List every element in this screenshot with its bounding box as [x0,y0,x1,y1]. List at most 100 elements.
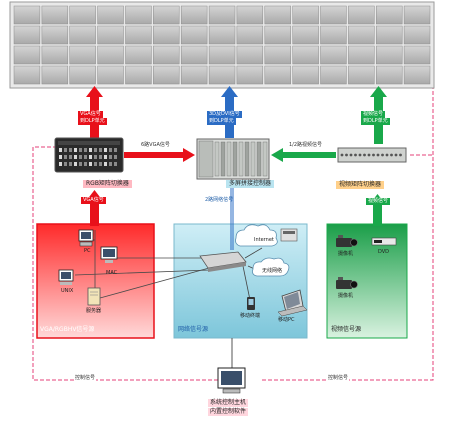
control-label-right: 控制信号 [327,375,350,381]
video-port [354,153,357,157]
controller-slot [232,141,238,177]
rgb-port [84,162,87,166]
rgb-port [89,162,92,166]
host-pc-icon [217,367,246,394]
mobile-terminal-icon [247,297,255,310]
server-icon [87,287,101,306]
screen-cell [320,65,347,85]
mac-label: MAC [106,270,118,276]
label-video-to-dlp-1: 视频信号 [361,111,386,118]
arrow-right-red [183,148,195,162]
rgb-port [104,162,107,166]
splicing-controller-device [196,138,270,180]
video-port [340,153,344,157]
rgb-matrix-label: RGB矩阵切换器 [83,180,132,188]
video-port [367,153,371,157]
video-port [372,153,375,157]
screen-cell [13,5,41,25]
screen-cell [236,65,264,85]
video-port [385,153,389,157]
laptop-icon [277,289,308,317]
control-label-left: 控制信号 [74,375,97,381]
label-video-in: 视频信号 [366,198,391,205]
screen-cell [41,25,69,45]
screen-cell [264,5,291,25]
rgb-port [69,162,72,166]
video-port [394,153,398,157]
screen-cell [125,65,152,85]
rgb-port [74,162,77,166]
video-port [349,153,353,157]
rgb-port [59,155,62,159]
rgb-port [99,148,102,152]
controller-slot [238,141,244,177]
video-port [363,153,366,157]
screen-cell [236,25,264,45]
screen-cell [69,65,96,85]
screen-cell [97,45,124,65]
rgb-port [64,155,67,159]
screen-cell [125,45,152,65]
rgb-port [84,155,87,159]
hub-icon [199,251,247,272]
label-video-to-dlp-2: 到DLP单元 [361,118,390,125]
pc-icon [78,229,94,247]
internet-label: Internet [254,237,274,243]
mac-icon [100,246,118,263]
wireless-label: 无线网络 [262,268,283,274]
screen-cell [403,5,431,25]
label-3d-dvi-2: 到DLP单元 [207,118,236,125]
rgb-port [109,148,112,152]
camera-label: 摄像机 [338,251,354,257]
dvd-label: DVD [378,249,390,255]
rgb-port [94,162,97,166]
screen-cell [236,5,264,25]
host-label-2: 内置控制软件 [208,408,249,416]
screen-cell [208,25,236,45]
video-source-title: 视频信号源 [331,326,362,333]
controller-slot [244,141,250,177]
rgb-matrix-device [54,137,124,173]
screen-cell [292,45,319,65]
arrow-up-green [370,86,387,97]
screen-cell [292,5,319,25]
rgb-port [69,155,72,159]
camera-icon-2 [336,277,358,289]
pc-label: PC [84,248,91,254]
rgb-port [94,155,97,159]
screen-cell [180,45,208,65]
wireless-icon [252,257,290,277]
screen-cell [13,45,41,65]
screen-cell [292,25,319,45]
vga-source-title: VGA/RGBHV信号源 [40,326,95,333]
screen-cell [180,25,208,45]
controller-slot [226,141,232,177]
label-vga-to-dlp-2: 到DLP单元 [78,118,107,125]
screen-cell [13,65,41,85]
rgb-port [109,162,112,166]
rgb-port [99,162,102,166]
screen-cell [125,25,152,45]
screen-cell [348,65,375,85]
arrow-left-green [271,148,283,162]
screen-cell [180,65,208,85]
screen-cell [376,45,403,65]
screen-cell [348,25,375,45]
mobile-terminal-label: 移动终端 [240,313,261,319]
screen-cell [208,65,236,85]
screen-cell [125,5,152,25]
screen-cell [320,25,347,45]
rgb-port [114,155,117,159]
screen-cell [180,5,208,25]
video-port [345,153,348,157]
rgb-port [64,162,67,166]
camera-2-label: 摄像机 [338,293,354,299]
internet-icon [235,224,278,247]
rgb-port [99,155,102,159]
server-label: 服务器 [86,308,102,314]
video-matrix-label: 视频矩阵切换器 [336,181,385,189]
rgb-port [59,162,62,166]
arrow-up-red [86,86,103,97]
screen-cell [41,65,69,85]
